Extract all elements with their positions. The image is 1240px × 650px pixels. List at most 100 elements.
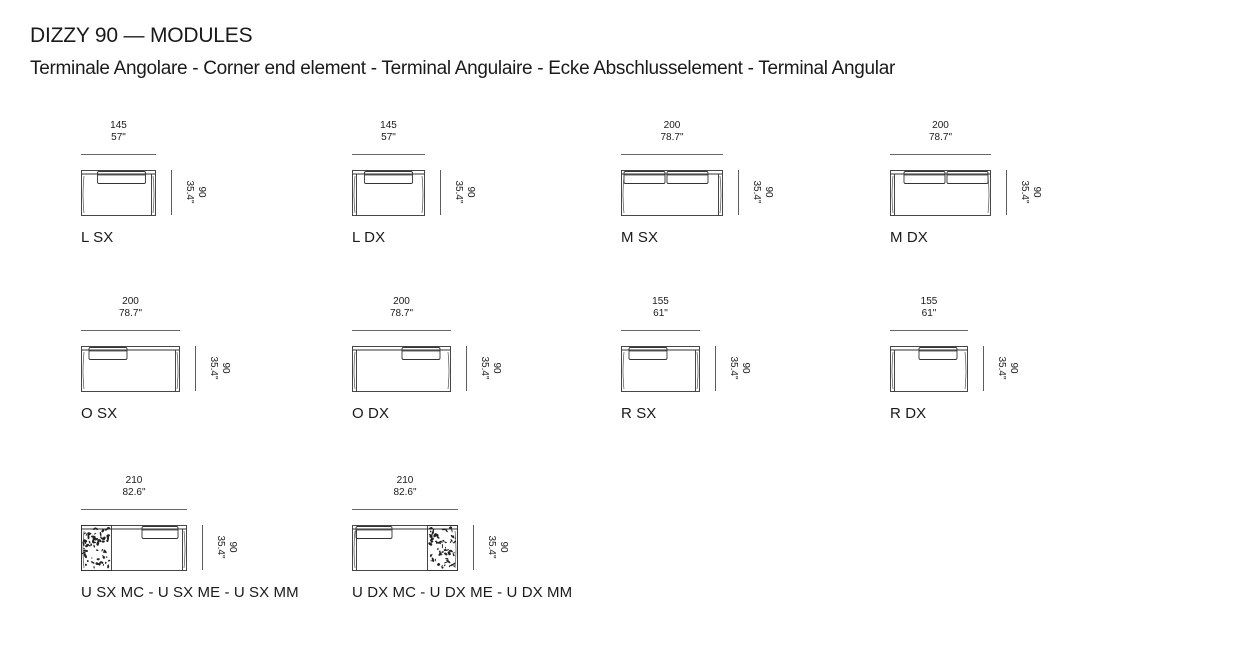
- pattern-spot: [93, 565, 95, 569]
- module-label: L SX: [81, 229, 114, 246]
- pattern-spot: [94, 537, 99, 541]
- pattern-spot: [99, 540, 102, 543]
- module-label: M DX: [890, 229, 928, 246]
- depth-inches: 35.4": [479, 356, 490, 380]
- pattern-spot: [438, 541, 442, 545]
- pattern-spot: [83, 539, 88, 543]
- pattern-spot: [81, 551, 86, 555]
- pattern-spot: [106, 539, 109, 543]
- depth-inches: 35.4": [728, 356, 739, 380]
- pattern-spot: [430, 540, 434, 543]
- sofa-outline: [352, 525, 458, 571]
- pattern-spot: [441, 565, 444, 568]
- back-cushion: [946, 171, 989, 184]
- side-curve-right: [183, 530, 186, 569]
- back-cushion: [355, 526, 393, 539]
- pattern-spot: [104, 527, 109, 531]
- pattern-spot: [96, 558, 100, 561]
- pattern-spot: [429, 530, 432, 533]
- pattern-spot: [104, 561, 107, 564]
- back-cushion: [903, 171, 946, 184]
- depth-cm: 90: [740, 362, 751, 374]
- pattern-spot: [89, 544, 91, 547]
- pattern-spot: [83, 549, 88, 552]
- module-label: R SX: [621, 405, 657, 422]
- depth-inches: 35.4": [453, 180, 464, 204]
- sofa-plan-drawing: [621, 330, 716, 392]
- depth-cm: 90: [1031, 186, 1042, 198]
- pattern-spot: [87, 532, 92, 536]
- page-subtitle: Terminale Angolare - Corner end element …: [30, 58, 896, 79]
- side-curve-left: [82, 530, 85, 569]
- width-cm: 155: [920, 296, 938, 307]
- pattern-spot: [428, 534, 433, 536]
- module-label: M SX: [621, 229, 659, 246]
- pattern-spot: [450, 534, 455, 539]
- pattern-spot: [437, 547, 439, 551]
- module-label: U SX MC - U SX ME - U SX MM: [81, 584, 299, 601]
- pattern-spot: [84, 541, 87, 544]
- module-label: R DX: [890, 405, 927, 422]
- back-cushion: [628, 347, 668, 360]
- seat-frame: [352, 170, 425, 216]
- pattern-spot: [95, 562, 99, 566]
- side-curve-left: [82, 351, 85, 390]
- pattern-spot: [106, 536, 110, 540]
- width-cm: 210: [125, 475, 143, 486]
- pattern-spot: [92, 537, 97, 541]
- pattern-spot: [438, 550, 441, 553]
- sofa-outline: [621, 170, 723, 216]
- pattern-spot: [429, 527, 433, 530]
- back-cushion: [97, 171, 146, 184]
- width-cm: 145: [110, 120, 127, 131]
- sofa-plan-drawing: [621, 154, 739, 216]
- pattern-spot: [443, 564, 446, 567]
- pattern-spot: [101, 540, 104, 543]
- side-curve-left: [622, 175, 625, 214]
- depth-inches: 35.4": [184, 180, 195, 204]
- pattern-spot: [445, 557, 449, 560]
- pattern-spot: [102, 556, 106, 559]
- pattern-spot: [446, 559, 449, 562]
- module-label: O DX: [352, 405, 390, 422]
- pattern-spot: [83, 548, 86, 550]
- width-cm: 200: [122, 296, 139, 307]
- width-inches: 61": [653, 308, 668, 319]
- pattern-spot: [438, 552, 442, 556]
- side-curve-right: [696, 351, 699, 390]
- pattern-spot: [428, 542, 433, 546]
- pattern-spot: [86, 559, 89, 562]
- depth-inches: 35.4": [1019, 180, 1030, 204]
- sofa-plan-drawing: [890, 154, 1007, 216]
- pattern-spot: [453, 562, 456, 565]
- pattern-spot: [454, 537, 457, 539]
- width-inches: 57": [111, 132, 126, 143]
- pattern-spot: [108, 559, 110, 562]
- sofa-plan-drawing: [890, 330, 984, 392]
- pattern-spot: [102, 563, 105, 566]
- pattern-spot: [83, 532, 86, 535]
- pattern-spot: [451, 528, 453, 533]
- module-label: O SX: [81, 405, 118, 422]
- pattern-spot: [450, 539, 453, 542]
- pattern-spot: [452, 552, 455, 554]
- pattern-spot: [447, 551, 451, 556]
- page-title: DIZZY 90 — MODULES: [30, 24, 253, 47]
- pattern-spot: [95, 549, 99, 551]
- side-curve-right: [454, 530, 457, 569]
- depth-cm: 90: [498, 541, 509, 553]
- pattern-spot: [437, 563, 441, 566]
